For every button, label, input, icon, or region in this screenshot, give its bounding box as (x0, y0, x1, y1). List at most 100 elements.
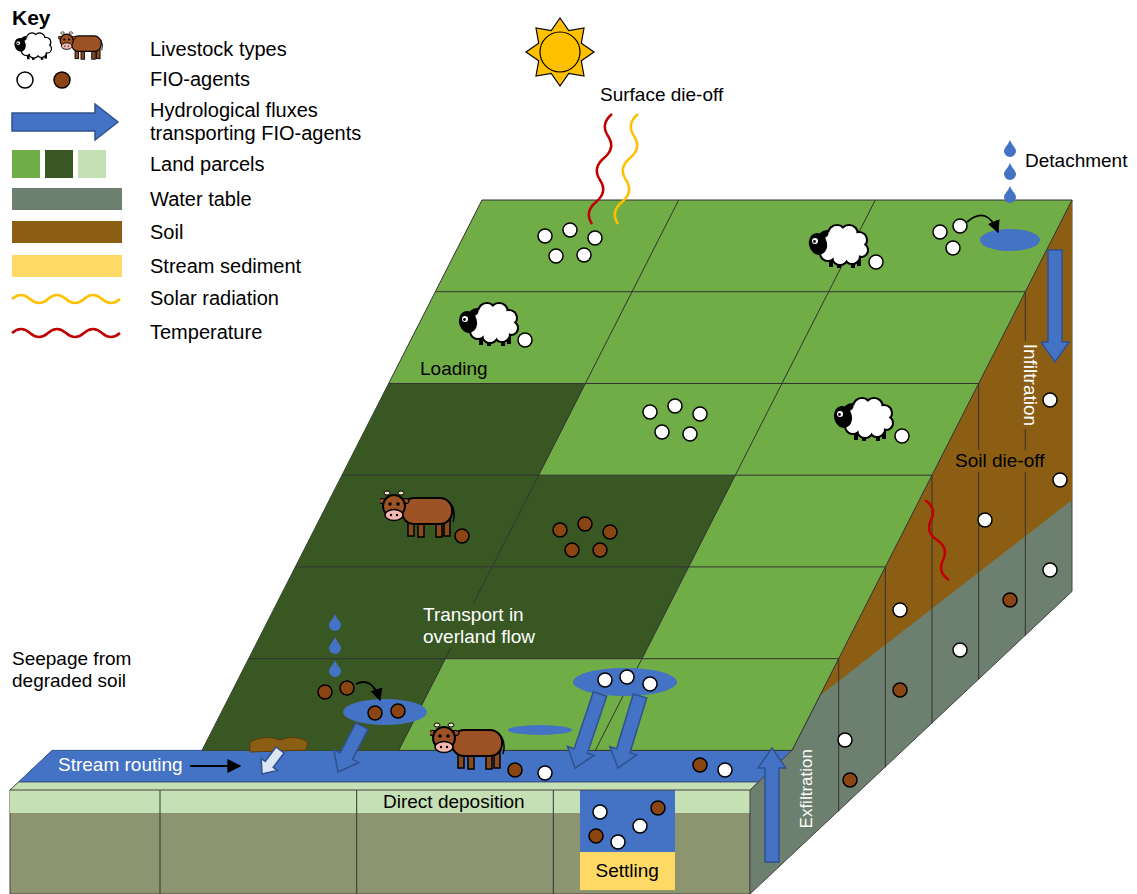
legend-samples-part (17, 72, 33, 88)
hydrological-flux-arrows-part (334, 723, 368, 772)
detachment-arrows (356, 215, 998, 700)
fio-agents-part (655, 425, 669, 439)
diagram-label: Direct deposition (380, 791, 528, 813)
fio-agents-part (577, 248, 591, 262)
stream-cross-section-part (580, 790, 675, 852)
legend-text: Land parcels (150, 153, 265, 176)
stream-cross-section-part (580, 852, 675, 890)
fio-agents-part (340, 681, 354, 695)
hydrological-flux-arrows-part (610, 694, 647, 768)
front-face-part (10, 790, 750, 894)
fio-agents-part (368, 706, 382, 720)
right-face-part (843, 773, 857, 787)
stream-part (693, 758, 707, 772)
right-face-part (925, 500, 949, 580)
livestock-part (429, 723, 504, 769)
surface-radiation-part (540, 32, 580, 72)
legend-text: Stream sediment (150, 255, 301, 278)
legend-samples-part (12, 329, 120, 337)
diagram-label: Stream routing (58, 754, 183, 776)
legend-text: Livestock types (150, 38, 287, 61)
fio-agents-part (643, 677, 657, 691)
hydrological-flux-arrows-part (568, 692, 607, 768)
legend-samples-part (78, 150, 106, 178)
puddles-part (343, 699, 427, 725)
fio-agents-part (683, 427, 697, 441)
fio-agents-part (588, 231, 602, 245)
legend-samples-part (13, 33, 51, 60)
fio-agents-part (391, 704, 405, 718)
rain-drops-part (329, 614, 341, 631)
land-surface-part (342, 475, 932, 476)
legend-samples-part (12, 295, 120, 303)
rain-drops-part (1004, 163, 1016, 180)
right-face-part (885, 567, 886, 768)
fio-agents-part (620, 670, 634, 684)
front-face-part (675, 790, 750, 813)
stream-cross-section-part (589, 829, 603, 843)
hydrological-flux-arrows-part (758, 748, 786, 862)
livestock-part (538, 766, 552, 780)
diagram-label: Transport in overland flow (420, 604, 551, 648)
rain-drops (329, 140, 1016, 677)
fio-agents-part (549, 249, 563, 263)
livestock (379, 225, 893, 780)
legend-swatch (12, 255, 122, 277)
fio-agents-part (693, 407, 707, 421)
legend-swatch (12, 221, 122, 243)
livestock-part (508, 763, 522, 777)
fio-agents-part (455, 529, 469, 543)
stream-part (19, 750, 792, 781)
legend-text: Temperature (150, 321, 262, 344)
legend-text: Soil (150, 221, 183, 244)
land-surface-part (389, 383, 979, 384)
stream (10, 750, 792, 790)
stream-cross-section-part (593, 805, 607, 819)
land-surface (202, 200, 1072, 752)
fio-agents-part (318, 685, 332, 699)
hydrological-flux-arrows-part (1041, 250, 1069, 362)
diagram-label: Detachment (1025, 150, 1127, 172)
stream-cross-section-part (633, 819, 647, 833)
stream-cross-section-part (611, 835, 625, 849)
land-surface-part (202, 200, 1072, 750)
fio-agents-part (933, 225, 947, 239)
stream-cross-section-part (651, 801, 665, 815)
legend-text: Water table (150, 188, 252, 211)
fio-agents-part (643, 405, 657, 419)
livestock-part (379, 491, 454, 537)
fio-agents (318, 219, 967, 720)
diagram-label: Surface die-off (600, 84, 723, 106)
puddles-part (508, 725, 572, 735)
hydrological-flux-arrows (261, 250, 1069, 862)
surface-radiation-part (615, 114, 638, 224)
land-surface-part (249, 658, 839, 659)
right-face-part (978, 384, 979, 680)
fio-agents-part (946, 241, 960, 255)
rain-drops-part (1004, 140, 1016, 157)
detachment-arrows-part (356, 682, 380, 700)
surface-radiation-part (589, 114, 612, 224)
legend-swatch (12, 188, 122, 210)
front-face-part (10, 790, 580, 813)
diagram-label: Exfiltration (796, 746, 816, 831)
rain-drops-part (329, 637, 341, 654)
stream-cross-section (580, 790, 675, 890)
diagram-label: Soil die-off (952, 450, 1047, 472)
legend-samples-part (54, 72, 70, 88)
fio-agents-part (603, 525, 617, 539)
right-face-part (838, 733, 852, 747)
detachment-arrows-part (967, 215, 998, 232)
livestock-part (456, 303, 518, 346)
legend-samples (12, 32, 120, 337)
puddles-part (980, 229, 1040, 251)
hydrological-flux-arrows-part (261, 747, 284, 774)
diagram-label: Settling (596, 860, 659, 882)
right-face-part (1053, 473, 1067, 487)
fio-agents-part (578, 517, 592, 531)
diagram-label: Loading (420, 358, 488, 380)
legend-text: Solar radiation (150, 287, 279, 310)
right-face-part (893, 603, 907, 617)
fio-agents-part (895, 429, 909, 443)
